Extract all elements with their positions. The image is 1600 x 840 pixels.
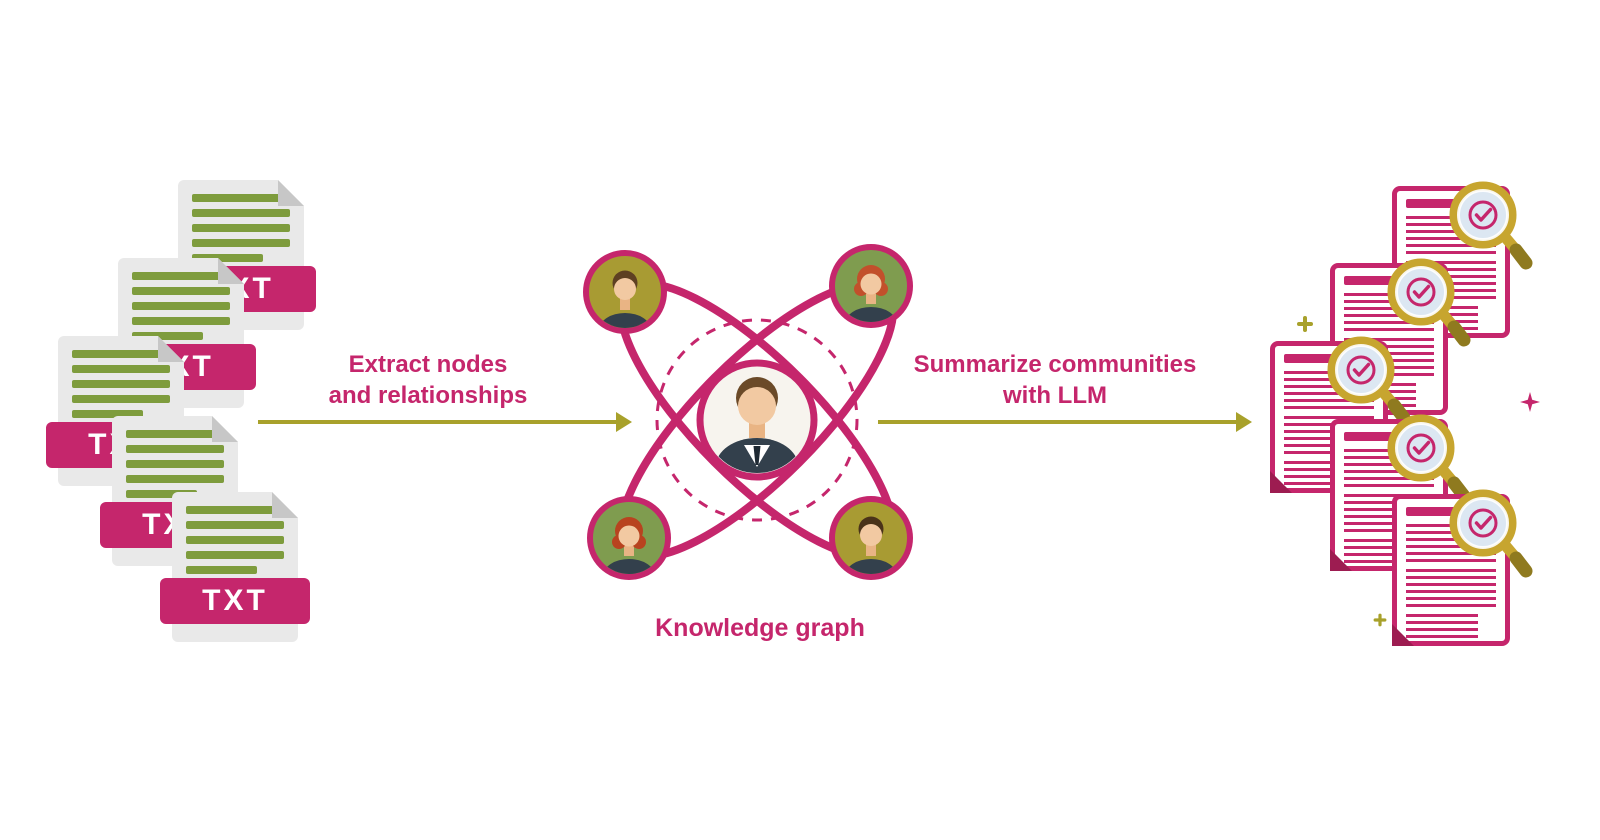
person-avatar-icon — [829, 496, 913, 580]
person-avatar-icon — [583, 250, 667, 334]
text-line — [132, 302, 230, 310]
text-line — [132, 332, 203, 340]
extract-step-line2: and relationships — [328, 382, 528, 409]
text-line — [126, 460, 224, 468]
text-line — [186, 551, 284, 559]
report-text-block — [1406, 569, 1496, 607]
page-fold-icon — [158, 336, 184, 362]
text-line — [186, 521, 284, 529]
sparkle-decoration-icon — [1520, 392, 1540, 412]
report-title-bar — [1284, 354, 1337, 363]
report-title-bar — [1406, 199, 1459, 208]
knowledge-graph-icon — [583, 244, 913, 580]
text-line — [192, 194, 290, 202]
text-line — [72, 365, 170, 373]
text-line — [132, 287, 230, 295]
report-text-block — [1344, 293, 1434, 331]
page-fold-icon — [272, 492, 298, 518]
summarize-step-line2: with LLM — [1003, 382, 1107, 409]
knowledge-graph-caption: Knowledge graph — [655, 614, 865, 642]
summarize-step-label: Summarize communities with LLM — [878, 349, 1232, 411]
text-line — [126, 430, 224, 438]
person-avatar-icon — [587, 496, 671, 580]
text-line — [126, 445, 224, 453]
report-text-block — [1284, 371, 1374, 409]
report-text-block — [1406, 614, 1478, 638]
report-text-block — [1406, 216, 1496, 254]
text-line — [186, 566, 257, 574]
txt-file-icon: TXT — [160, 492, 310, 642]
summarize-step-line1: Summarize communities — [913, 351, 1197, 378]
dashed-circle — [655, 318, 859, 522]
text-line — [186, 506, 284, 514]
page-fold-icon — [218, 258, 244, 284]
extract-step-label: Extract nodes and relationships — [256, 349, 600, 411]
plus-decoration-icon — [1373, 613, 1387, 627]
text-line — [192, 224, 290, 232]
report-title-bar — [1344, 276, 1397, 285]
report-content — [1406, 507, 1496, 645]
arrow-left-to-graph — [258, 412, 632, 432]
text-line — [192, 254, 263, 262]
text-line — [126, 475, 224, 483]
text-line — [192, 209, 290, 217]
plus-decoration-icon — [1297, 316, 1313, 332]
text-line — [132, 317, 230, 325]
report-document-icon — [1392, 489, 1533, 646]
page-fold-icon — [212, 416, 238, 442]
report-title-bar — [1344, 432, 1397, 441]
arrow-graph-to-right — [878, 412, 1252, 432]
txt-badge: TXT — [160, 578, 310, 624]
text-line — [72, 395, 170, 403]
extract-step-line1: Extract nodes — [348, 351, 508, 378]
text-line — [72, 380, 170, 388]
report-text-block — [1406, 524, 1496, 562]
page-fold-icon — [278, 180, 304, 206]
text-line — [132, 272, 230, 280]
person-avatar-icon — [829, 244, 913, 328]
text-line — [192, 239, 290, 247]
person-avatar-center-icon — [696, 359, 818, 481]
text-line — [72, 350, 170, 358]
text-line — [72, 410, 143, 418]
report-title-bar — [1406, 507, 1459, 516]
txt-badge-label: TXT — [202, 584, 268, 617]
report-text-block — [1344, 449, 1434, 487]
text-line — [186, 536, 284, 544]
text-line — [126, 490, 197, 498]
